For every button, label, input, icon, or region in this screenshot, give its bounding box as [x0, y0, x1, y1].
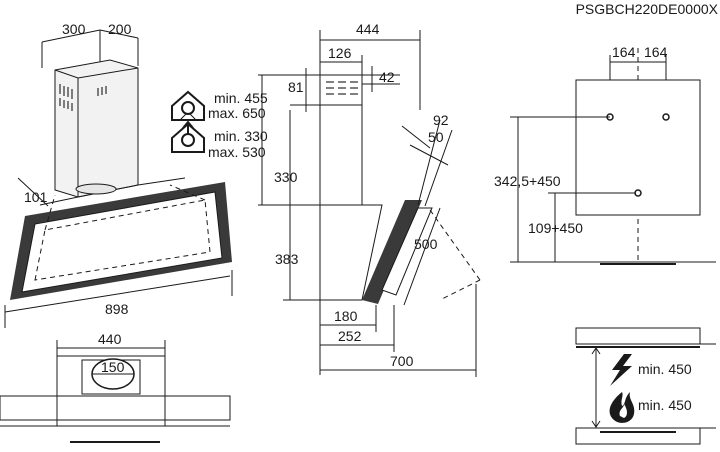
chimney-body — [54, 59, 139, 198]
mounting-hole — [662, 113, 670, 121]
dim-side-444: 444 — [356, 21, 380, 37]
dim-side-700: 700 — [390, 353, 414, 369]
recirculation-min: min. 330 — [214, 128, 268, 144]
dim-width-898: 898 — [105, 301, 129, 317]
dim-front-440: 440 — [98, 331, 122, 347]
dim-side-50: 50 — [428, 129, 444, 145]
front-view: 440 150 — [0, 331, 231, 443]
clearance-gas: min. 450 — [638, 397, 692, 413]
electric-hob-icon — [610, 354, 632, 386]
dim-side-180: 180 — [334, 308, 358, 324]
dim-offset-101: 101 — [24, 189, 48, 205]
glass-side — [362, 200, 422, 304]
dim-duct-150: 150 — [101, 359, 125, 375]
side-view: 444 126 42 81 330 383 — [258, 21, 481, 377]
chimney-vents — [59, 84, 107, 111]
clearance-electric: min. 450 — [638, 361, 692, 377]
gas-flame-icon — [609, 392, 635, 423]
dim-wall-164-left: 164 — [612, 44, 636, 60]
dim-side-383: 383 — [275, 251, 299, 267]
dim-side-252: 252 — [338, 328, 362, 344]
dim-chimney-width: 200 — [108, 21, 132, 37]
isometric-view: 300 200 101 898 — [4, 21, 233, 328]
recirculation-mode-icon — [171, 120, 205, 153]
wall-mount-view: 164 164 342,5+450 109+450 — [494, 44, 716, 265]
dim-side-126: 126 — [328, 45, 352, 61]
extraction-min: min. 455 — [214, 90, 268, 106]
height-icons: min. 455 max. 650 min. 330 max. 530 — [171, 90, 268, 160]
recirculation-max: max. 530 — [208, 144, 266, 160]
dim-side-42: 42 — [379, 69, 395, 85]
dim-side-92: 92 — [433, 112, 449, 128]
dim-side-500: 500 — [414, 236, 438, 252]
dim-side-81: 81 — [288, 79, 304, 95]
dim-side-330: 330 — [274, 169, 298, 185]
dim-wall-109: 109+450 — [528, 220, 583, 236]
dim-chimney-depth: 300 — [62, 21, 86, 37]
extraction-max: max. 650 — [208, 105, 266, 121]
extraction-mode-icon — [171, 90, 205, 121]
model-code: PSGBCH220DE0000X — [576, 1, 719, 17]
clearance-view: min. 450 min. 450 — [575, 327, 716, 445]
dim-wall-342: 342,5+450 — [494, 173, 561, 189]
dim-wall-164-right: 164 — [644, 44, 668, 60]
